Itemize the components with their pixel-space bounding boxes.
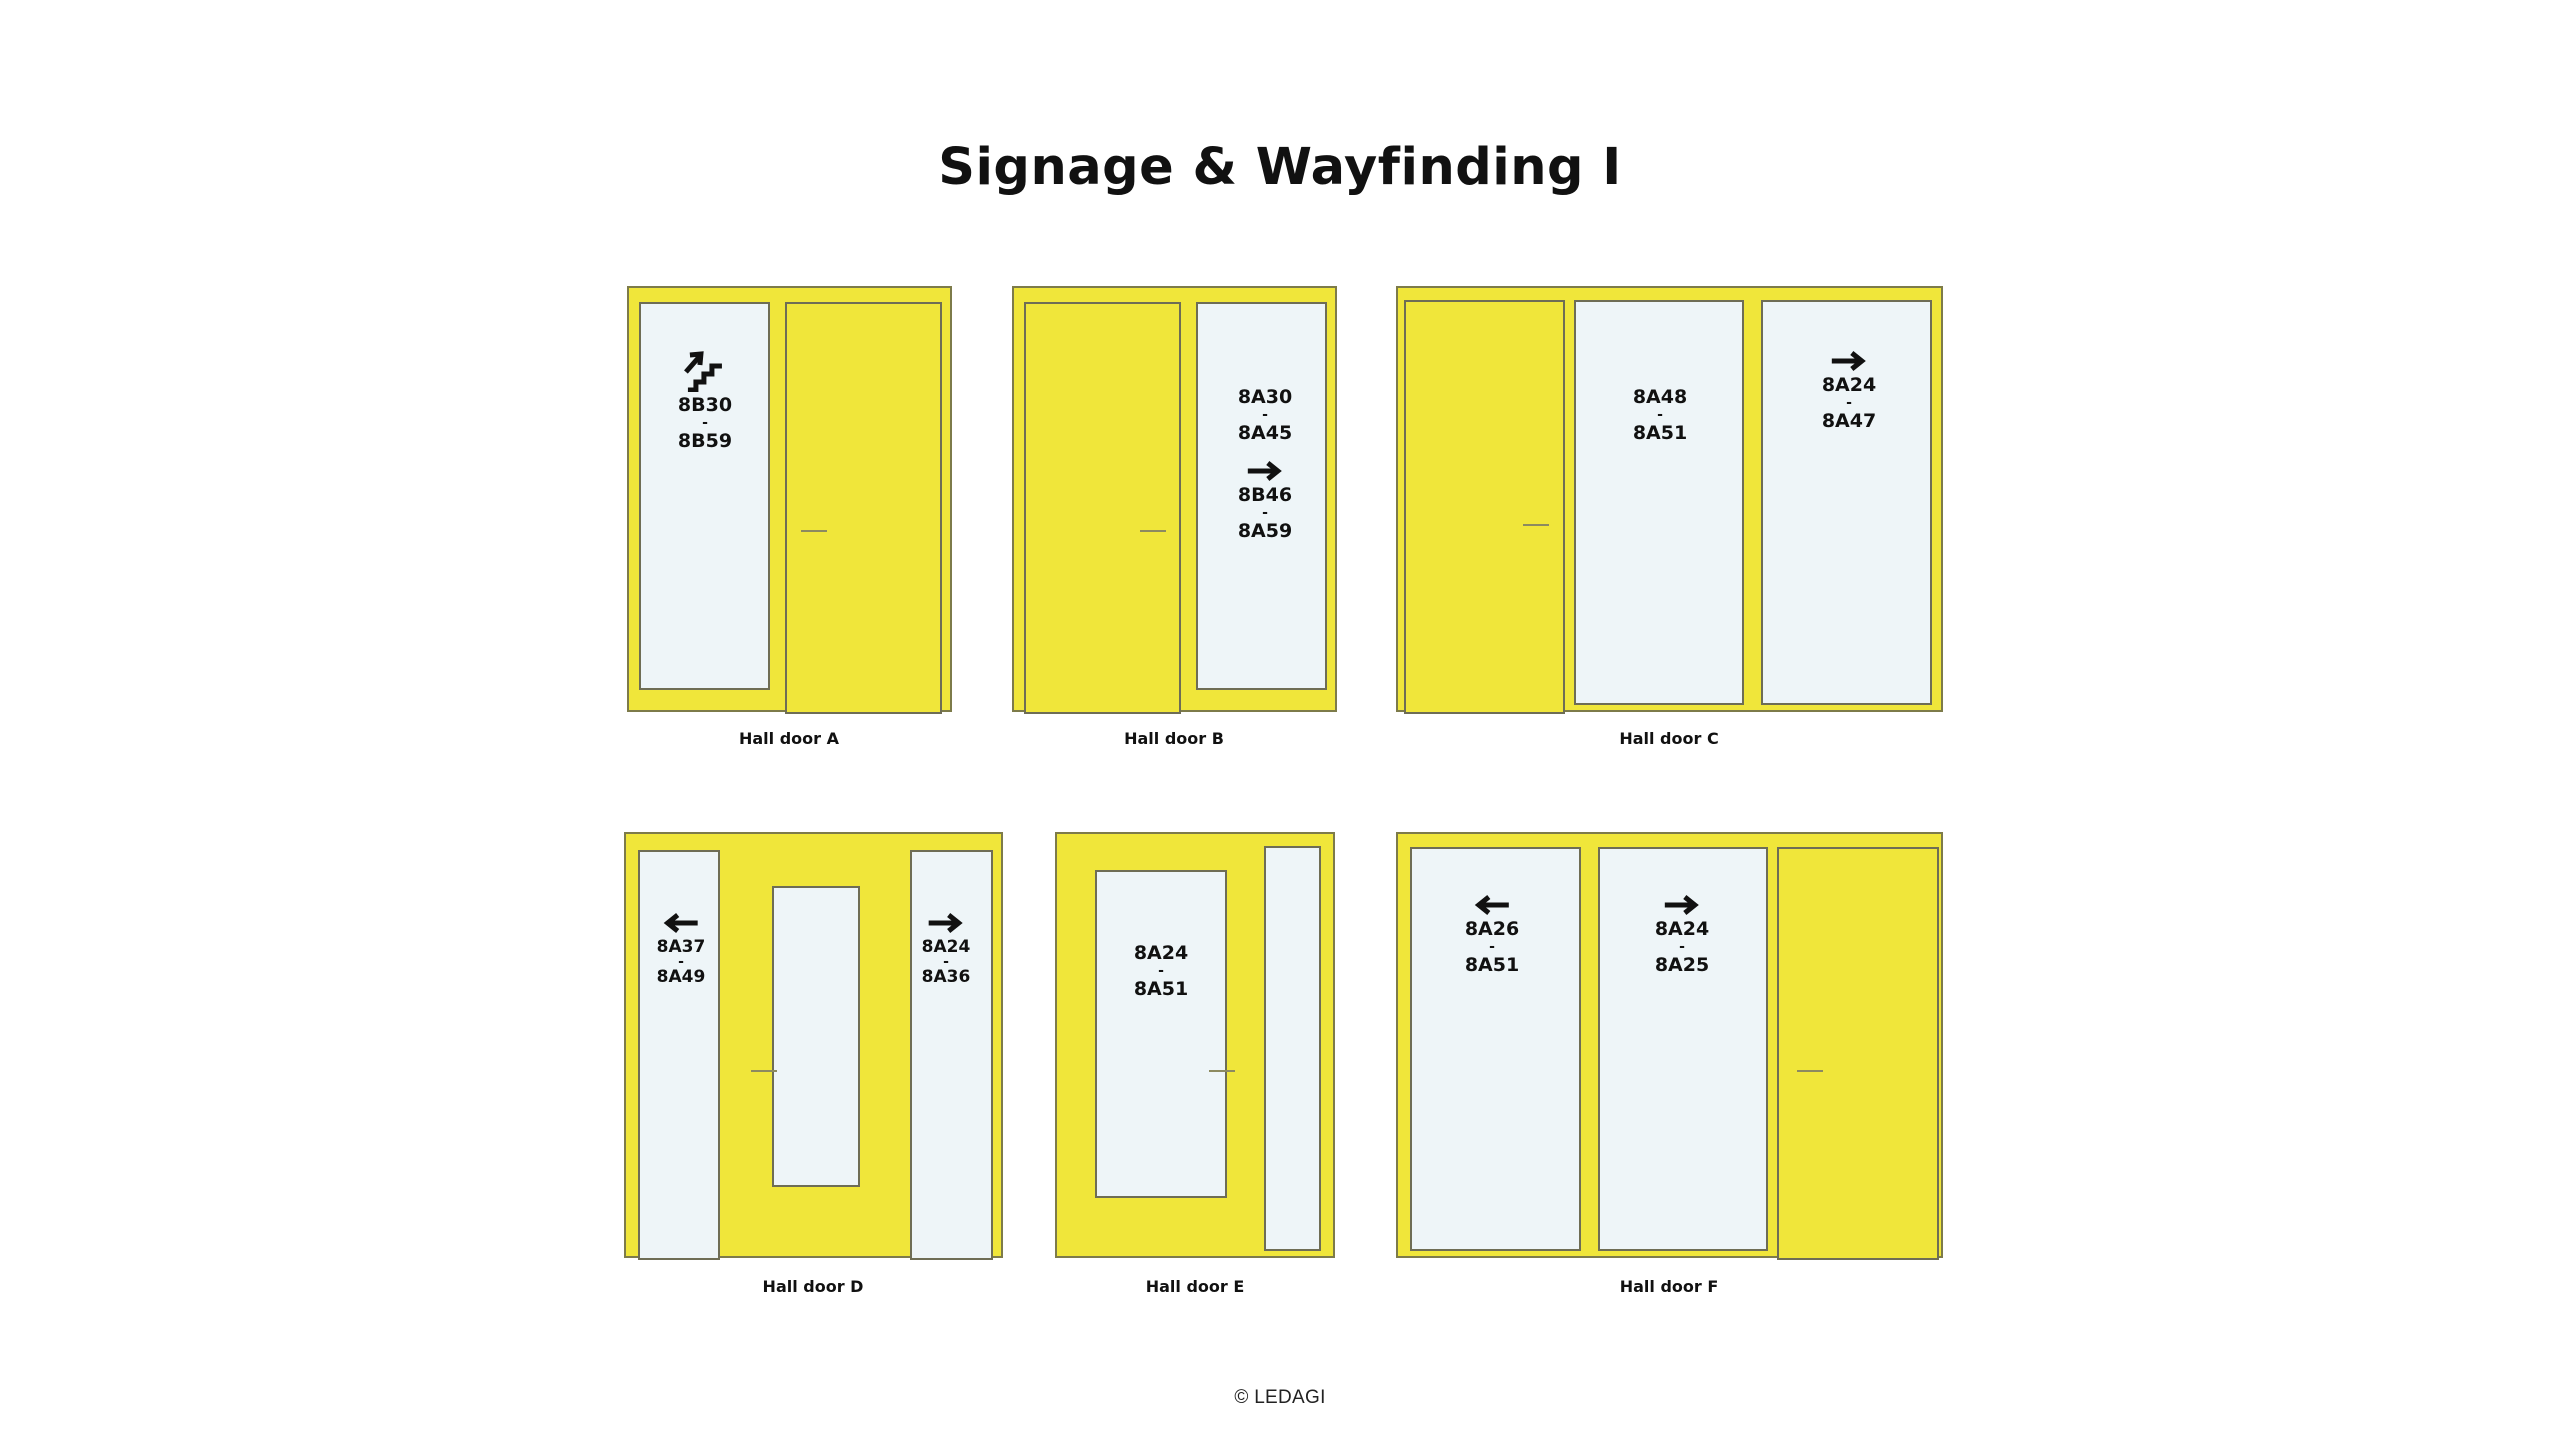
room-to: 8A51 bbox=[1133, 978, 1189, 1000]
hall-door-c: 8A48 - 8A51 8A24 - 8A47 bbox=[1396, 286, 1943, 714]
copyright-footer: © LEDAGI bbox=[1234, 1387, 1326, 1408]
range-dash: - bbox=[1262, 505, 1268, 521]
glass-panel bbox=[638, 850, 720, 1260]
door-handle bbox=[751, 1070, 777, 1072]
range-dash: - bbox=[1679, 939, 1685, 955]
door-leaf bbox=[785, 302, 942, 714]
room-from: 8B46 bbox=[1237, 484, 1293, 506]
door-handle bbox=[1797, 1070, 1823, 1072]
room-to: 8A47 bbox=[1821, 410, 1877, 432]
glass-panel bbox=[772, 886, 860, 1187]
hall-door-f: 8A26 - 8A51 8A24 - 8A25 bbox=[1396, 832, 1943, 1260]
room-from: 8A24 bbox=[1821, 374, 1877, 396]
hall-door-a: 8B30 - 8B59 bbox=[627, 286, 952, 714]
sign-b-1: 8A30 - 8A45 bbox=[1237, 386, 1293, 444]
arrow-right-icon bbox=[929, 913, 964, 933]
room-from: 8B30 bbox=[677, 394, 733, 416]
range-dash: - bbox=[1657, 407, 1663, 423]
room-from: 8A24 bbox=[1133, 942, 1189, 964]
room-from: 8A24 bbox=[1654, 918, 1710, 940]
sign-c-1: 8A48 - 8A51 bbox=[1632, 386, 1688, 444]
door-handle bbox=[1140, 530, 1166, 532]
arrow-right-icon bbox=[1248, 461, 1283, 481]
room-to: 8A45 bbox=[1237, 422, 1293, 444]
range-dash: - bbox=[1489, 939, 1495, 955]
glass-panel bbox=[1761, 300, 1932, 705]
room-from: 8A30 bbox=[1237, 386, 1293, 408]
sign-e-1: 8A24 - 8A51 bbox=[1133, 942, 1189, 1000]
door-leaf bbox=[1777, 847, 1939, 1260]
hall-door-e: 8A24 - 8A51 bbox=[1055, 832, 1335, 1258]
sign-f-2: 8A24 - 8A25 bbox=[1654, 894, 1710, 976]
sign-f-1: 8A26 - 8A51 bbox=[1464, 894, 1520, 976]
range-dash: - bbox=[1262, 407, 1268, 423]
room-from: 8A26 bbox=[1464, 918, 1520, 940]
hall-door-b: 8A30 - 8A45 8B46 - 8A59 bbox=[1012, 286, 1337, 714]
caption-hall-door-b: Hall door B bbox=[1124, 729, 1224, 748]
arrow-right-icon bbox=[1665, 895, 1700, 915]
glass-panel bbox=[1264, 846, 1321, 1251]
room-to: 8A59 bbox=[1237, 520, 1293, 542]
caption-hall-door-c: Hall door C bbox=[1619, 729, 1719, 748]
room-from: 8A48 bbox=[1632, 386, 1688, 408]
range-dash: - bbox=[1158, 963, 1164, 979]
sign-b-2: 8B46 - 8A59 bbox=[1237, 460, 1293, 542]
caption-hall-door-e: Hall door E bbox=[1145, 1277, 1245, 1296]
glass-panel bbox=[639, 302, 770, 690]
room-from: 8A24 bbox=[921, 937, 971, 957]
caption-hall-door-d: Hall door D bbox=[762, 1277, 864, 1296]
glass-panel bbox=[1598, 847, 1768, 1251]
sign-d-2: 8A24 - 8A36 bbox=[921, 912, 971, 987]
range-dash: - bbox=[702, 415, 708, 431]
caption-hall-door-f: Hall door F bbox=[1619, 1277, 1719, 1296]
arrow-right-icon bbox=[1832, 351, 1867, 371]
range-dash: - bbox=[1846, 395, 1852, 411]
sign-d-1: 8A37 - 8A49 bbox=[656, 912, 706, 987]
door-handle bbox=[801, 530, 827, 532]
glass-panel bbox=[1410, 847, 1581, 1251]
door-handle bbox=[1523, 524, 1549, 526]
room-to: 8A51 bbox=[1464, 954, 1520, 976]
door-handle bbox=[1209, 1070, 1235, 1072]
sign-a-1: 8B30 - 8B59 bbox=[677, 350, 733, 452]
door-leaf bbox=[1404, 300, 1565, 714]
range-dash: - bbox=[678, 954, 684, 970]
hall-door-d: 8A37 - 8A49 8A24 - 8A36 bbox=[624, 832, 1003, 1260]
glass-panel bbox=[1196, 302, 1327, 690]
range-dash: - bbox=[943, 954, 949, 970]
glass-panel bbox=[1574, 300, 1744, 705]
room-to: 8A25 bbox=[1654, 954, 1710, 976]
glass-panel bbox=[1095, 870, 1227, 1198]
stairs-up-icon bbox=[684, 351, 722, 392]
arrow-left-icon bbox=[1474, 895, 1509, 915]
room-to: 8A49 bbox=[656, 967, 706, 987]
door-leaf bbox=[1024, 302, 1181, 714]
room-from: 8A37 bbox=[656, 937, 706, 957]
page-title: Signage & Wayfinding I bbox=[938, 138, 1622, 197]
room-to: 8B59 bbox=[677, 430, 733, 452]
arrow-left-icon bbox=[663, 913, 698, 933]
room-to: 8A51 bbox=[1632, 422, 1688, 444]
sign-c-2: 8A24 - 8A47 bbox=[1821, 350, 1877, 432]
caption-hall-door-a: Hall door A bbox=[738, 729, 840, 748]
room-to: 8A36 bbox=[921, 967, 971, 987]
